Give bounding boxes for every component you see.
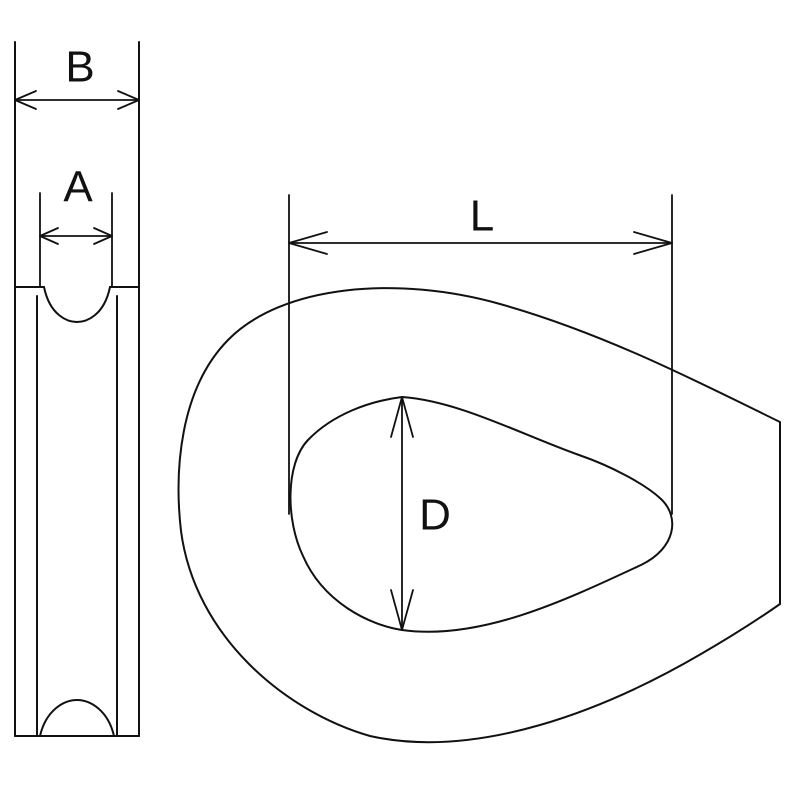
thimble-inner-eye: [289, 396, 674, 633]
dimension-b-label: B: [65, 43, 94, 92]
dimension-l-left-arrow: [288, 231, 328, 255]
dimension-d-label: D: [419, 491, 451, 540]
front-view: [177, 194, 781, 744]
dimension-b-left-arrow: [14, 90, 37, 110]
dimension-l-right-arrow: [633, 231, 673, 255]
side-view: [14, 41, 140, 737]
dimensions: B A L D: [14, 43, 673, 631]
dimension-a-label: A: [63, 163, 93, 212]
dimension-d-bottom-arrow: [390, 589, 414, 631]
dimension-l-label: L: [470, 192, 494, 241]
thimble-outer-contour: [177, 287, 781, 744]
dimension-a-right-arrow: [93, 227, 113, 245]
side-view-bottom-groove: [39, 699, 115, 737]
dimension-d-top-arrow: [390, 396, 414, 438]
dimension-b-right-arrow: [117, 90, 140, 110]
side-view-top-groove: [43, 286, 111, 323]
dimension-a-left-arrow: [39, 227, 59, 245]
